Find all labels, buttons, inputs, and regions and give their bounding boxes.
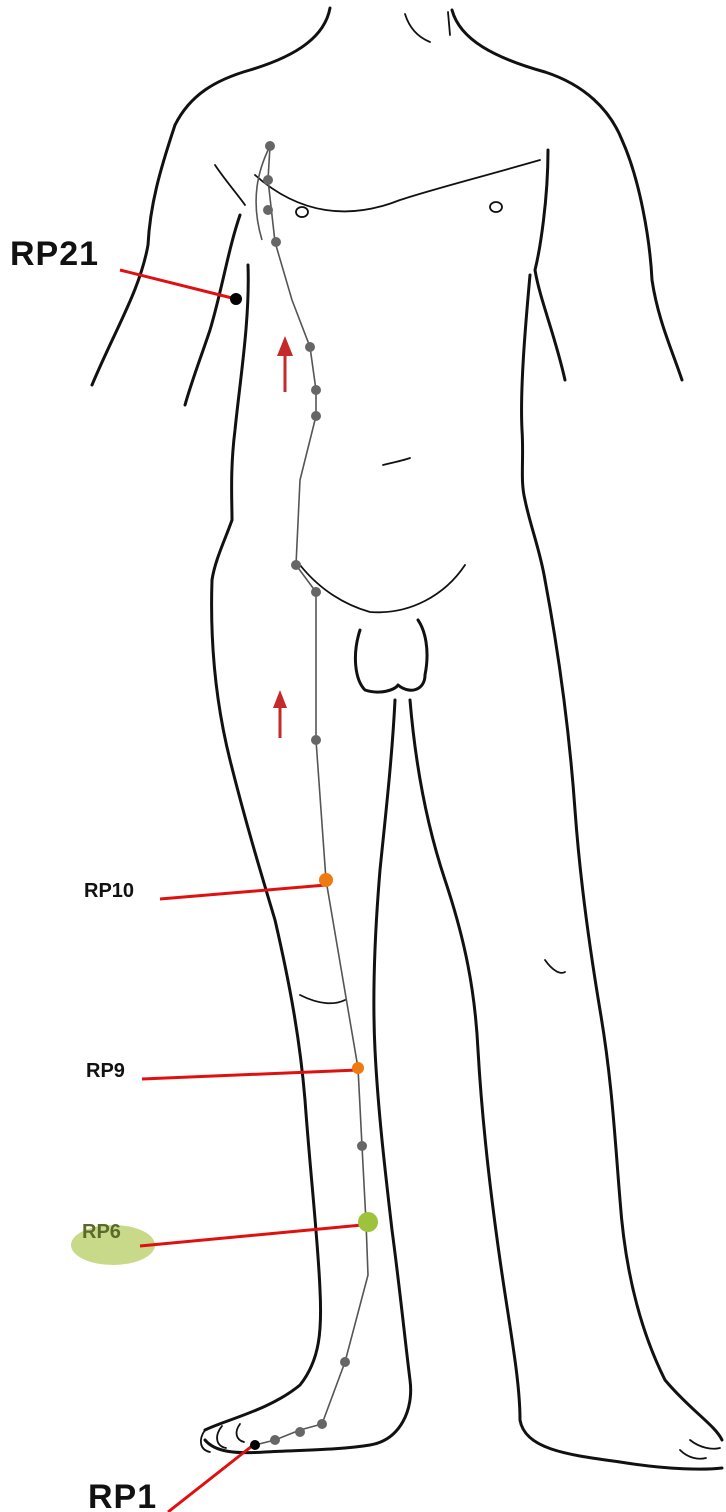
acupoint: [263, 175, 273, 185]
acupoint: [311, 385, 321, 395]
acupoint: [357, 1141, 367, 1151]
flow-arrow-lower: [273, 690, 287, 738]
rp6-point: [358, 1212, 378, 1232]
rp1-label: RP1: [88, 1478, 157, 1512]
acupoint: [305, 342, 315, 352]
flow-arrow-upper: [277, 336, 293, 392]
rp10-leader: [160, 885, 326, 899]
rp6-marker: RP6: [71, 1212, 378, 1265]
acupoint: [311, 735, 321, 745]
acupoint: [311, 587, 321, 597]
acupoint: [265, 141, 275, 151]
rp10-point: [319, 873, 333, 887]
rp1-leader: [168, 1446, 252, 1512]
spleen-meridian: [255, 146, 368, 1445]
rp10-label: RP10: [84, 880, 134, 902]
rp9-point: [352, 1062, 364, 1074]
rp1-point: [250, 1440, 260, 1450]
rp21-label: RP21: [10, 235, 99, 273]
rp21-point: [230, 293, 242, 305]
rp9-leader: [142, 1070, 358, 1079]
acupoint: [340, 1357, 350, 1367]
rp6-leader: [140, 1225, 362, 1246]
rp10-marker: RP10: [84, 873, 333, 902]
acupoint: [270, 1435, 280, 1445]
rp9-marker: RP9: [86, 1060, 364, 1082]
acupoint: [291, 560, 301, 570]
acupoint: [311, 411, 321, 421]
body-outline: [92, 8, 722, 1469]
rp9-label: RP9: [86, 1060, 125, 1082]
rp21-marker: RP21: [10, 235, 242, 305]
acupoint: [271, 237, 281, 247]
acupoint: [263, 205, 273, 215]
acupoint: [295, 1427, 305, 1437]
rp6-label: RP6: [82, 1221, 121, 1243]
acupoint: [317, 1419, 327, 1429]
